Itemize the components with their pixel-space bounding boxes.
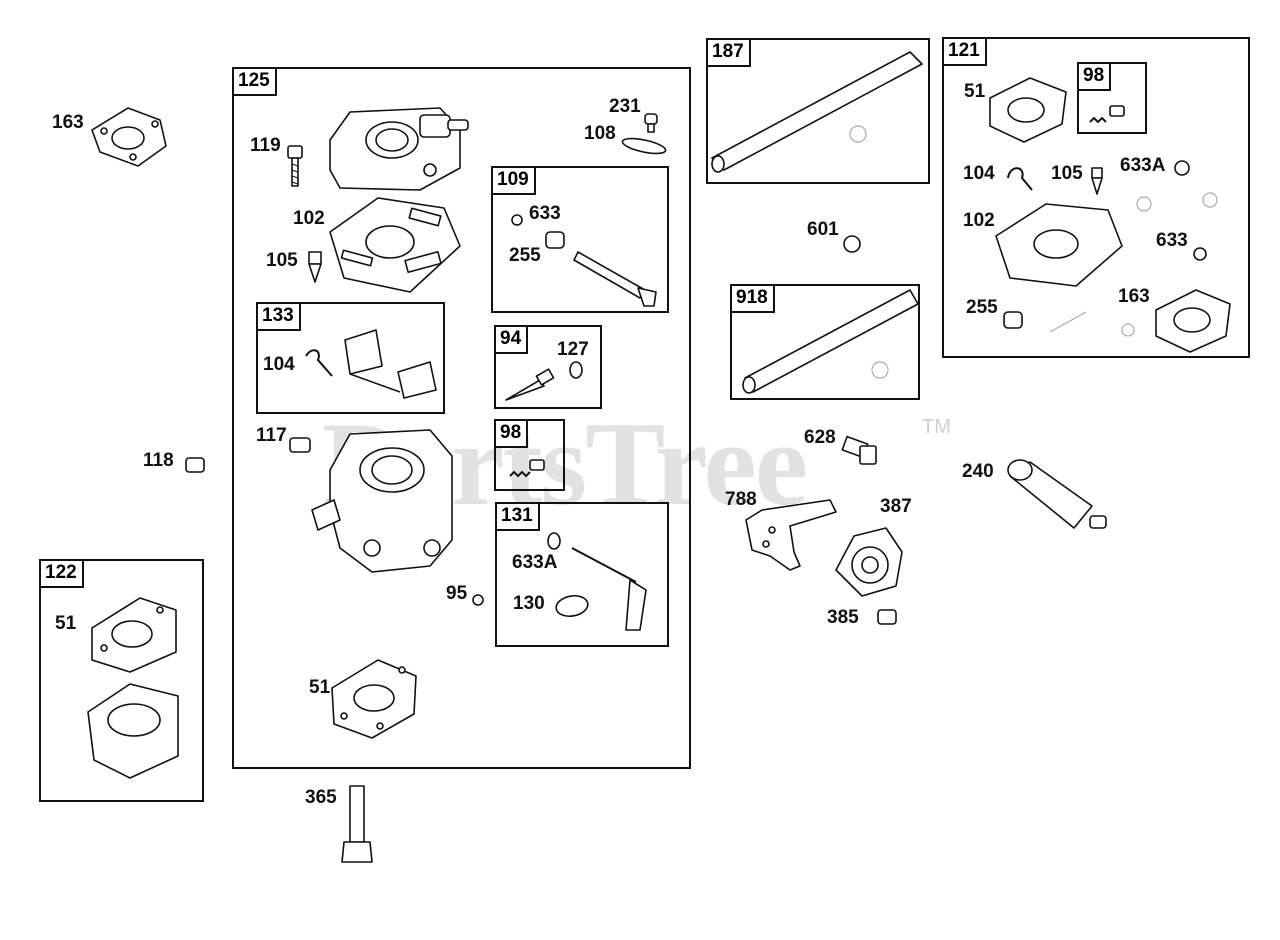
group-98b-box[interactable]: 98 xyxy=(1077,62,1147,134)
callout-108[interactable]: 108 xyxy=(584,123,616,144)
callout-240[interactable]: 240 xyxy=(962,461,994,482)
trademark-mark: TM xyxy=(922,416,951,438)
screw-119-drawing xyxy=(287,145,303,187)
plug-117-drawing xyxy=(289,437,311,453)
callout-118[interactable]: 118 xyxy=(143,450,174,471)
float-133-drawing xyxy=(305,329,437,399)
gasket-163-drawing xyxy=(91,107,167,167)
callout-127[interactable]: 127 xyxy=(557,339,589,360)
plug-118-drawing xyxy=(185,457,205,473)
group-109-box[interactable]: 109 xyxy=(491,166,669,313)
screw-628-drawing xyxy=(841,435,877,465)
group-918-label: 918 xyxy=(732,286,775,313)
shaft-109-drawing xyxy=(511,214,657,307)
group-125-box[interactable]: 125 xyxy=(232,67,691,769)
callout-788[interactable]: 788 xyxy=(725,489,757,510)
clip-104-drawing xyxy=(1007,167,1033,191)
bracket-788-drawing xyxy=(745,499,837,571)
group-187-box[interactable]: 187 xyxy=(706,38,930,184)
spring-98-drawing xyxy=(509,459,545,478)
group-121-box[interactable]: 121 xyxy=(942,37,1250,358)
hose-187-drawing xyxy=(711,51,923,173)
group-94-label: 94 xyxy=(496,327,529,354)
gasket-51-drawing xyxy=(331,659,417,739)
faint-parts-121-drawing xyxy=(1049,192,1218,337)
group-98b-label: 98 xyxy=(1079,64,1112,91)
callout-601[interactable]: 601 xyxy=(807,219,839,240)
group-133-label: 133 xyxy=(258,304,301,331)
callout-105-121[interactable]: 105 xyxy=(1051,163,1083,184)
bolt-365-drawing xyxy=(341,785,373,863)
plate-121-102-drawing xyxy=(995,203,1123,287)
screw-385-drawing xyxy=(877,609,897,625)
pump-387-drawing xyxy=(835,527,903,597)
gasket-122-drawing xyxy=(91,597,177,673)
filter-240-drawing xyxy=(1007,459,1107,529)
screw-231-drawing xyxy=(644,113,658,133)
plate-102-drawing xyxy=(329,197,461,293)
spacer-122-drawing xyxy=(87,683,179,779)
group-187-label: 187 xyxy=(708,40,751,67)
gasket-121-51-drawing xyxy=(989,77,1067,143)
callout-117[interactable]: 117 xyxy=(256,425,287,446)
group-131-box[interactable]: 131 xyxy=(495,502,669,647)
callout-163-121[interactable]: 163 xyxy=(1118,286,1150,307)
gasket-163b-drawing xyxy=(1155,289,1231,353)
needle-105-drawing xyxy=(308,251,322,283)
clamp-601-drawing xyxy=(843,235,861,253)
callout-104-121[interactable]: 104 xyxy=(963,163,995,184)
callout-387[interactable]: 387 xyxy=(880,496,912,517)
group-109-label: 109 xyxy=(493,168,536,195)
callout-51-kit[interactable]: 51 xyxy=(55,613,77,634)
callout-628[interactable]: 628 xyxy=(804,427,836,448)
callout-633A-121[interactable]: 633A xyxy=(1120,155,1166,176)
washer-633b-drawing xyxy=(1193,247,1207,261)
callout-163[interactable]: 163 xyxy=(52,112,84,133)
throttle-131-drawing xyxy=(547,532,647,631)
group-122-box[interactable]: 122 xyxy=(39,559,204,802)
callout-51-121[interactable]: 51 xyxy=(964,81,986,102)
group-131-label: 131 xyxy=(497,504,540,531)
callout-105[interactable]: 105 xyxy=(266,250,298,271)
group-125-label: 125 xyxy=(234,69,277,96)
callout-102[interactable]: 102 xyxy=(293,208,325,229)
group-98-box[interactable]: 98 xyxy=(494,419,565,491)
carb-main-body-drawing xyxy=(311,429,453,573)
callout-102-121[interactable]: 102 xyxy=(963,210,995,231)
group-918-box[interactable]: 918 xyxy=(730,284,920,400)
callout-633A[interactable]: 633A xyxy=(512,552,558,573)
callout-51[interactable]: 51 xyxy=(309,677,331,698)
callout-633[interactable]: 633 xyxy=(529,203,561,224)
spring-98b-drawing xyxy=(1089,105,1125,124)
group-98-label: 98 xyxy=(496,421,529,448)
group-122-label: 122 xyxy=(41,561,84,588)
screw-95-drawing xyxy=(472,594,484,606)
callout-130[interactable]: 130 xyxy=(513,593,545,614)
group-121-label: 121 xyxy=(944,39,987,66)
callout-633-121[interactable]: 633 xyxy=(1156,230,1188,251)
plate-108-drawing xyxy=(621,137,667,155)
needle-94-drawing xyxy=(505,361,583,401)
callout-365[interactable]: 365 xyxy=(305,787,337,808)
seal-255b-drawing xyxy=(1003,311,1023,329)
callout-119[interactable]: 119 xyxy=(250,135,281,156)
group-94-box[interactable]: 94 xyxy=(494,325,602,409)
needle-105b-drawing xyxy=(1091,167,1103,195)
callout-104[interactable]: 104 xyxy=(263,354,295,375)
callout-255-121[interactable]: 255 xyxy=(966,297,998,318)
callout-255[interactable]: 255 xyxy=(509,245,541,266)
washer-633A-drawing xyxy=(1174,160,1190,176)
callout-231[interactable]: 231 xyxy=(609,96,641,117)
callout-95[interactable]: 95 xyxy=(446,583,468,604)
carb-top-body-drawing xyxy=(329,107,469,191)
group-133-box[interactable]: 133 xyxy=(256,302,445,414)
callout-385[interactable]: 385 xyxy=(827,607,859,628)
